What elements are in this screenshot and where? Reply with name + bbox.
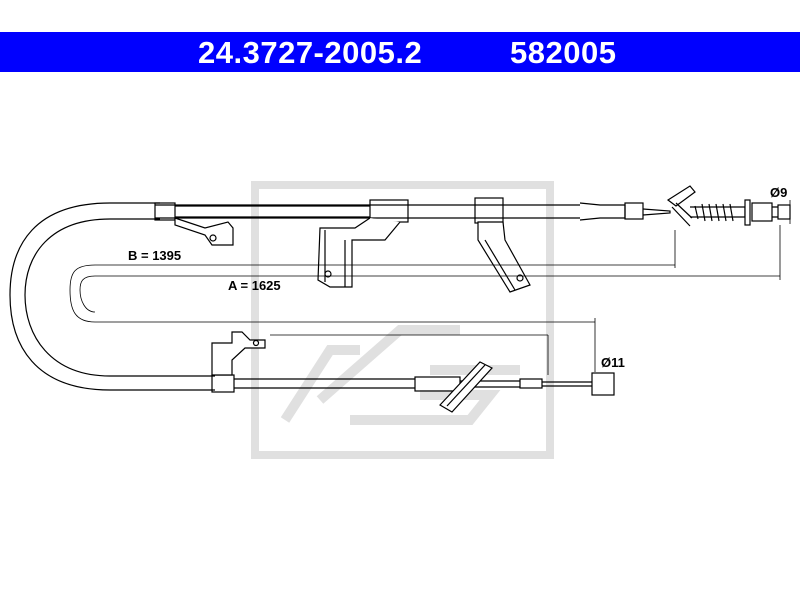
header-bar: 24.3727-2005.2 582005 bbox=[0, 32, 800, 72]
reference-number: 582005 bbox=[510, 35, 617, 70]
upper-cable-run bbox=[154, 197, 671, 224]
cable-sheath bbox=[9, 202, 215, 391]
diameter-end-label: Ø9 bbox=[770, 185, 787, 200]
spring-end-fitting bbox=[666, 185, 791, 227]
diameter-end2-label: Ø11 bbox=[601, 355, 625, 370]
plate-lower bbox=[439, 361, 493, 413]
dimension-lines bbox=[69, 200, 791, 375]
ate-logo-watermark bbox=[251, 181, 554, 459]
dimension-a-label: A = 1625 bbox=[228, 278, 281, 293]
part-number: 24.3727-2005.2 bbox=[198, 35, 423, 70]
bracket-upper-left bbox=[174, 217, 234, 246]
bracket-right bbox=[477, 221, 531, 293]
bracket-center bbox=[317, 217, 401, 288]
dimension-b-label: B = 1395 bbox=[128, 248, 181, 263]
bracket-lower bbox=[211, 331, 266, 376]
